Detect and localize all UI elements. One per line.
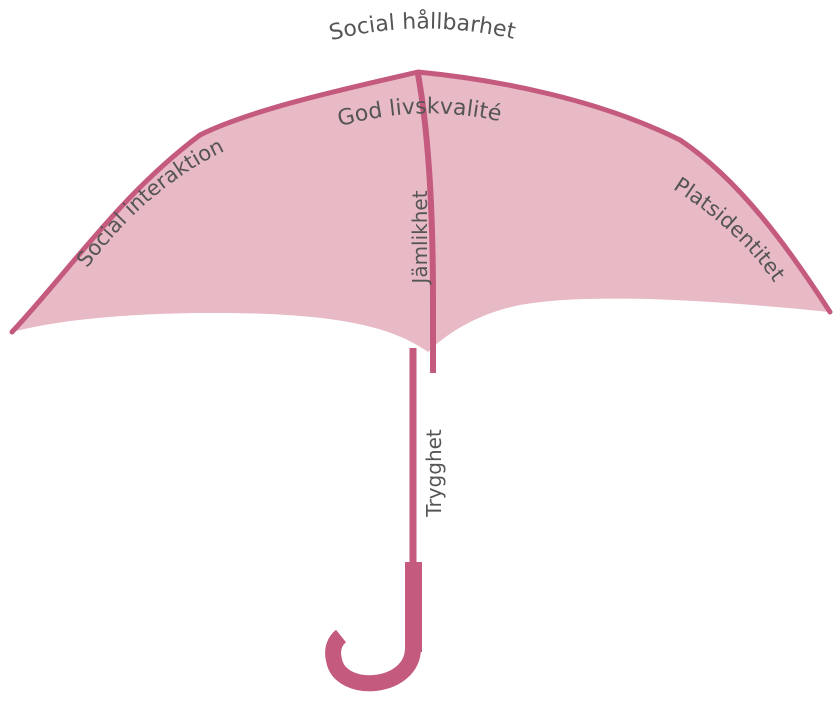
handle-grip [405,562,422,652]
label-jamlikhet: Jämlikhet [408,190,432,285]
label-trygghet: Trygghet [422,429,446,518]
handle-hook [325,629,421,692]
umbrella-canopy [12,72,830,352]
canopy-edge [9,69,833,335]
diagram-title-text: Social hållbarhet [327,8,518,46]
diagram-title: Social hållbarhet [327,8,518,46]
center-rib [415,73,436,373]
